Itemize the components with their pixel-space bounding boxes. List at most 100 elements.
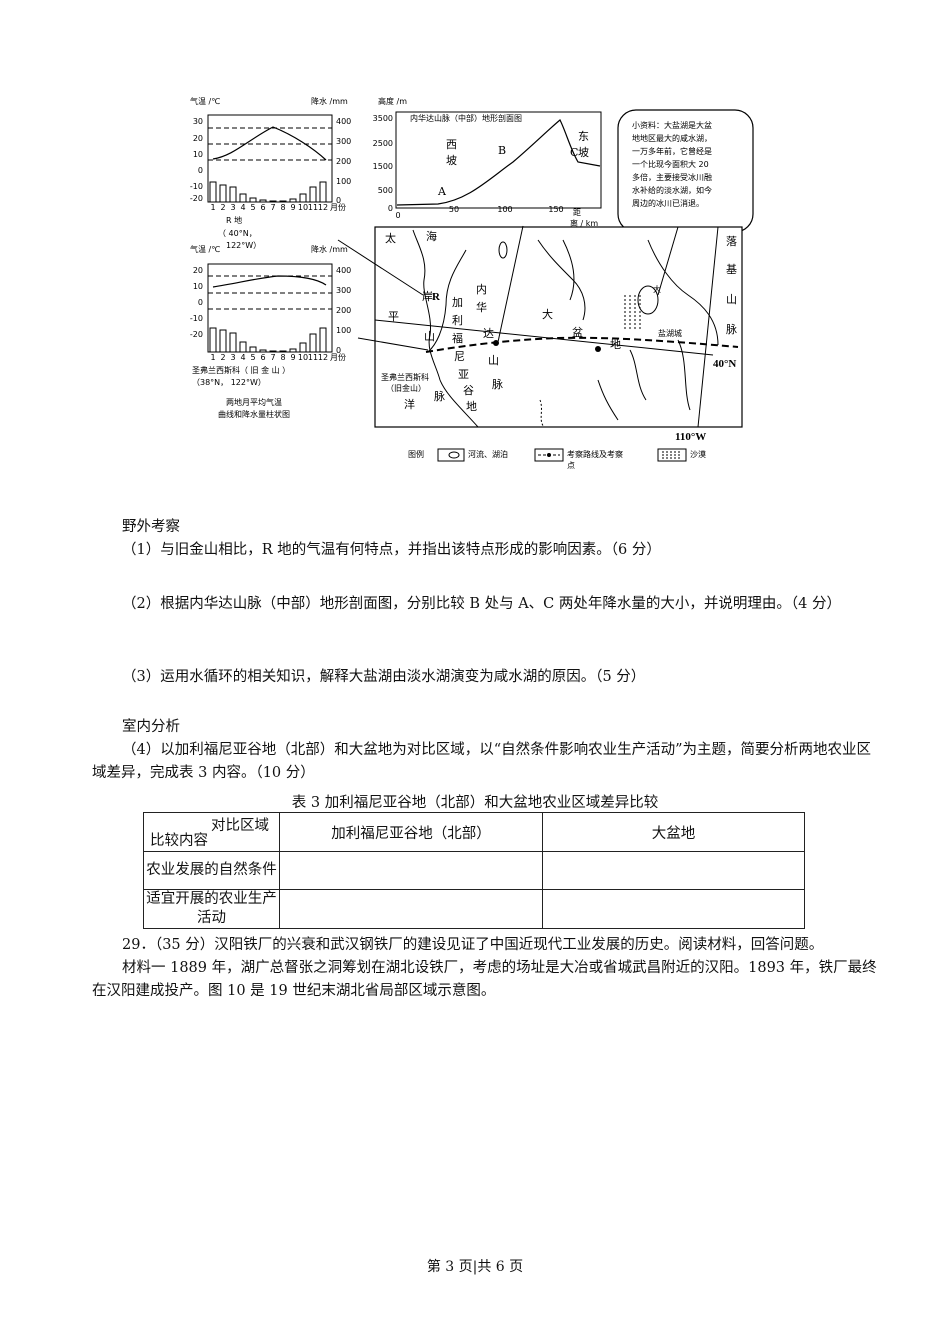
chart-r-month: 7 [270, 203, 275, 212]
chart-r-month: 2 [220, 203, 225, 212]
note-line: 地地区最大的咸水湖， [632, 133, 712, 143]
answer-cell[interactable] [542, 851, 805, 890]
chart-r-month: 6 [260, 203, 265, 212]
table-header-row: 对比区域 比较内容 加利福尼亚谷地（北部） 大盆地 [143, 812, 805, 852]
note-line: 小资料：大盐湖是大盆 [632, 120, 712, 130]
profile-point-c: C [570, 146, 578, 159]
chart-r-month: 10 [298, 203, 308, 212]
climate-chart-sf: 气温 /℃ 降水 /mm 20 10 0 -10 -20 400 300 200… [190, 244, 351, 419]
chart-r-month: 5 [250, 203, 255, 212]
chart-r-month: 12 [318, 203, 328, 212]
chart-sf-month: 12 [318, 353, 328, 362]
map-coast-1: 岸 [422, 290, 433, 303]
note-line: 一万多年前，它曾经是 [632, 146, 712, 156]
map-basin-1: 大 [542, 307, 553, 321]
map-cal-4: 尼 [454, 350, 465, 363]
map-cal-1: 加 [452, 296, 463, 309]
question-1: （1）与旧金山相比，R 地的气温有何特点，并指出该特点形成的影响因素。（6 分） [122, 542, 661, 558]
map-r-label: R [432, 291, 441, 303]
legend-route-2: 点 [567, 461, 575, 470]
profile-east-1: 东 [578, 130, 589, 143]
chart-sf-month: 11 [308, 353, 318, 362]
profile-x-label-2: 离 / km [570, 218, 598, 228]
map-sf-label-1: 圣弗兰西斯科 [381, 372, 429, 382]
map-sn-4: 山 [488, 354, 499, 367]
chart-r-precip-tick: 400 [336, 117, 351, 126]
indoor-block: 室内分析 （4）以加利福尼亚谷地（北部）和大盆地为对比区域，以“自然条件影响农业… [92, 716, 882, 785]
answer-cell[interactable] [279, 889, 543, 929]
chart-sf-temp-label: 气温 /℃ [190, 244, 220, 254]
chart-r-month: 9 [290, 203, 295, 212]
chart-r-temp-tick: -10 [190, 182, 203, 191]
map-salt-lake-1: 大 [653, 284, 661, 294]
geography-figure: 气温 /℃ 降水 /mm 30 20 10 0 -10 -20 400 300 … [178, 90, 768, 480]
profile-x-tick: 100 [497, 205, 512, 214]
chart-sf-month-unit: 月份 [330, 352, 346, 362]
note-line: 周边的冰川已消退。 [632, 198, 704, 208]
chart-caption-1: 两地月平均气温 [226, 397, 282, 407]
chart-r-temp-tick: 20 [193, 134, 203, 143]
question-2: （2）根据内华达山脉（中部）地形剖面图，分别比较 B 处与 A、C 两处年降水量… [122, 596, 841, 612]
map-sea: 海 [426, 229, 437, 243]
profile-y-tick: 3500 [373, 114, 393, 123]
table-row: 适宜开展的农业生产活动 [143, 889, 805, 929]
chart-r-temp-tick: 10 [193, 150, 203, 159]
climate-chart-r: 气温 /℃ 降水 /mm 30 20 10 0 -10 -20 400 300 … [190, 96, 351, 250]
col-header-california: 加利福尼亚谷地（北部） [279, 812, 543, 852]
indoor-heading: 室内分析 [122, 719, 180, 735]
map-pacific-3: 洋 [404, 397, 415, 411]
chart-r-temp-tick: 0 [198, 166, 203, 175]
question-section: 野外考察 （1）与旧金山相比，R 地的气温有何特点，并指出该特点形成的影响因素。… [92, 516, 882, 562]
map-cal-2: 利 [452, 314, 463, 327]
profile-x-tick: 0 [395, 211, 400, 220]
chart-sf-precip-label: 降水 /mm [311, 244, 348, 254]
chart-r-month-unit: 月份 [330, 202, 346, 212]
answer-cell[interactable] [542, 889, 805, 929]
chart-sf-month: 8 [280, 353, 285, 362]
chart-sf-month: 2 [220, 353, 225, 362]
chart-r-month: 8 [280, 203, 285, 212]
header-top-label: 对比区域 [211, 818, 269, 834]
profile-y-tick: 2500 [373, 139, 393, 148]
profile-title: 内华达山脉（中部）地形剖面图 [410, 113, 522, 123]
material-1: 材料一 1889 年，湖广总督张之洞筹划在湖北设铁厂，考虑的场址是大冶或省城武昌… [92, 960, 877, 999]
map-cal-3: 福 [452, 331, 463, 345]
map-sn-3: 达 [483, 327, 494, 340]
chart-sf-temp-tick: 10 [193, 282, 203, 291]
chart-sf-precip-tick: 100 [336, 326, 351, 335]
chart-r-precip-tick: 300 [336, 137, 351, 146]
map-sn-1: 内 [476, 282, 487, 296]
chart-sf-temp-tick: 20 [193, 266, 203, 275]
table-caption: 表 3 加利福尼亚谷地（北部）和大盆地农业区域差异比较 [291, 795, 659, 811]
answer-cell[interactable] [279, 851, 543, 890]
map-pacific-2: 平 [388, 310, 399, 323]
map-rocky-4: 脉 [726, 322, 737, 336]
question-3-block: （3）运用水循环的相关知识，解释大盐湖由淡水湖演变为咸水湖的原因。（5 分） [92, 666, 882, 689]
chart-sf-month: 3 [230, 353, 235, 362]
chart-sf-temp-tick: -20 [190, 330, 203, 339]
chart-sf-month: 5 [250, 353, 255, 362]
chart-caption-2: 曲线和降水量柱状图 [218, 409, 290, 419]
legend-route-1: 考察路线及考察 [567, 449, 623, 459]
map-rocky-2: 基 [726, 263, 737, 276]
comparison-table: 对比区域 比较内容 加利福尼亚谷地（北部） 大盆地 农业发展的自然条件 适宜开展… [143, 812, 805, 929]
map-salt-lake-2: 盐湖城 [658, 328, 682, 338]
header-bottom-label: 比较内容 [150, 833, 208, 849]
chart-r-month: 4 [240, 203, 245, 212]
map-cal-7: 地 [466, 400, 477, 413]
chart-r-month: 11 [308, 203, 318, 212]
chart-sf-precip-tick: 200 [336, 306, 351, 315]
map-lon-label: 110°W [675, 431, 706, 443]
question-29: 29．（35 分）汉阳铁厂的兴衰和武汉钢铁厂的建设见证了中国近现代工业发展的历史… [122, 937, 824, 953]
profile-x-label-1: 距 [573, 208, 581, 217]
map-basin-2: 盆 [572, 325, 583, 339]
chart-sf-coords: （38°N， 122°W） [192, 378, 266, 387]
chart-r-temp-label: 气温 /℃ [190, 96, 220, 106]
page-footer: 第 3 页|共 6 页 [426, 1259, 524, 1275]
map-cal-5: 亚 [458, 368, 469, 381]
chart-r-location: R 地 [226, 215, 242, 225]
chart-sf-precip-tick: 400 [336, 266, 351, 275]
profile-y-tick: 500 [378, 186, 393, 195]
chart-r-coords-2: 122°W） [226, 241, 261, 250]
chart-sf-precip-tick: 0 [336, 346, 341, 355]
